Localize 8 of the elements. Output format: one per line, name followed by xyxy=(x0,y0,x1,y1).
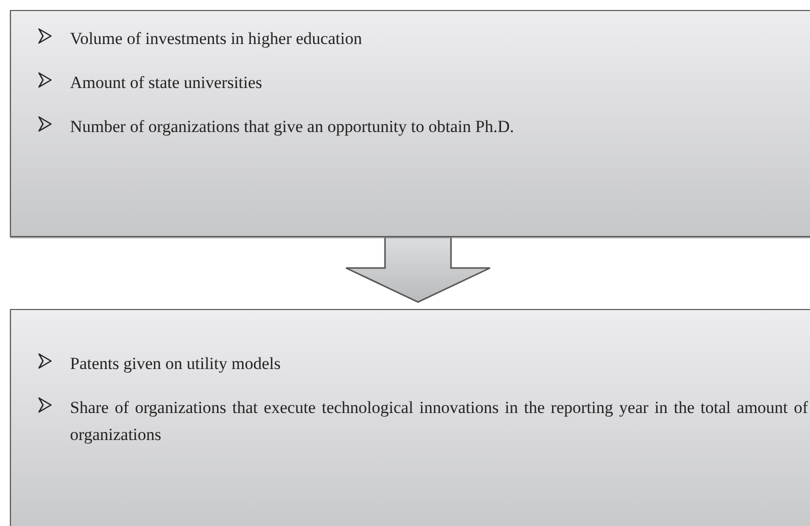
bullet-text: Amount of state universities xyxy=(70,72,262,94)
block-arrow xyxy=(345,236,491,303)
bullet-text: Patents given on utility models xyxy=(70,353,281,375)
bullet-text: Share of organizations that execute technological innovations in the reporting year in the total amount of organizations xyxy=(70,397,808,446)
text-box xyxy=(10,10,810,237)
text-box xyxy=(10,309,810,526)
bullet-text: Number of organizations that give an opportunity to obtain Ph.D. xyxy=(70,116,514,138)
bullet-text: Volume of investments in higher education xyxy=(70,28,362,50)
